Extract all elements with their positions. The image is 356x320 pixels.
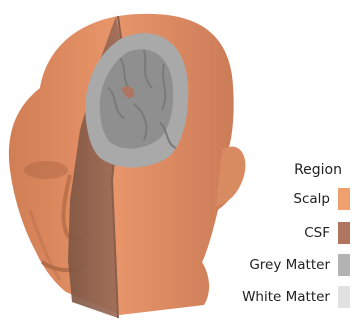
legend-item-white-matter: White Matter (200, 286, 356, 310)
legend-item-csf: CSF (200, 222, 356, 246)
legend-swatch-csf (338, 222, 350, 244)
legend-swatch-white-matter (338, 286, 350, 308)
left-eye-socket (24, 161, 68, 179)
legend-swatch-grey-matter (338, 254, 350, 276)
legend-label: CSF (304, 225, 330, 241)
legend-label: Grey Matter (249, 257, 330, 273)
legend-label: Scalp (293, 191, 330, 207)
legend: Region Scalp CSF Grey Matter White Matte… (200, 160, 356, 320)
legend-label: White Matter (242, 289, 330, 305)
legend-title: Region (294, 162, 342, 178)
legend-item-scalp: Scalp (200, 188, 356, 212)
legend-item-grey-matter: Grey Matter (200, 254, 356, 278)
legend-swatch-scalp (338, 188, 350, 210)
